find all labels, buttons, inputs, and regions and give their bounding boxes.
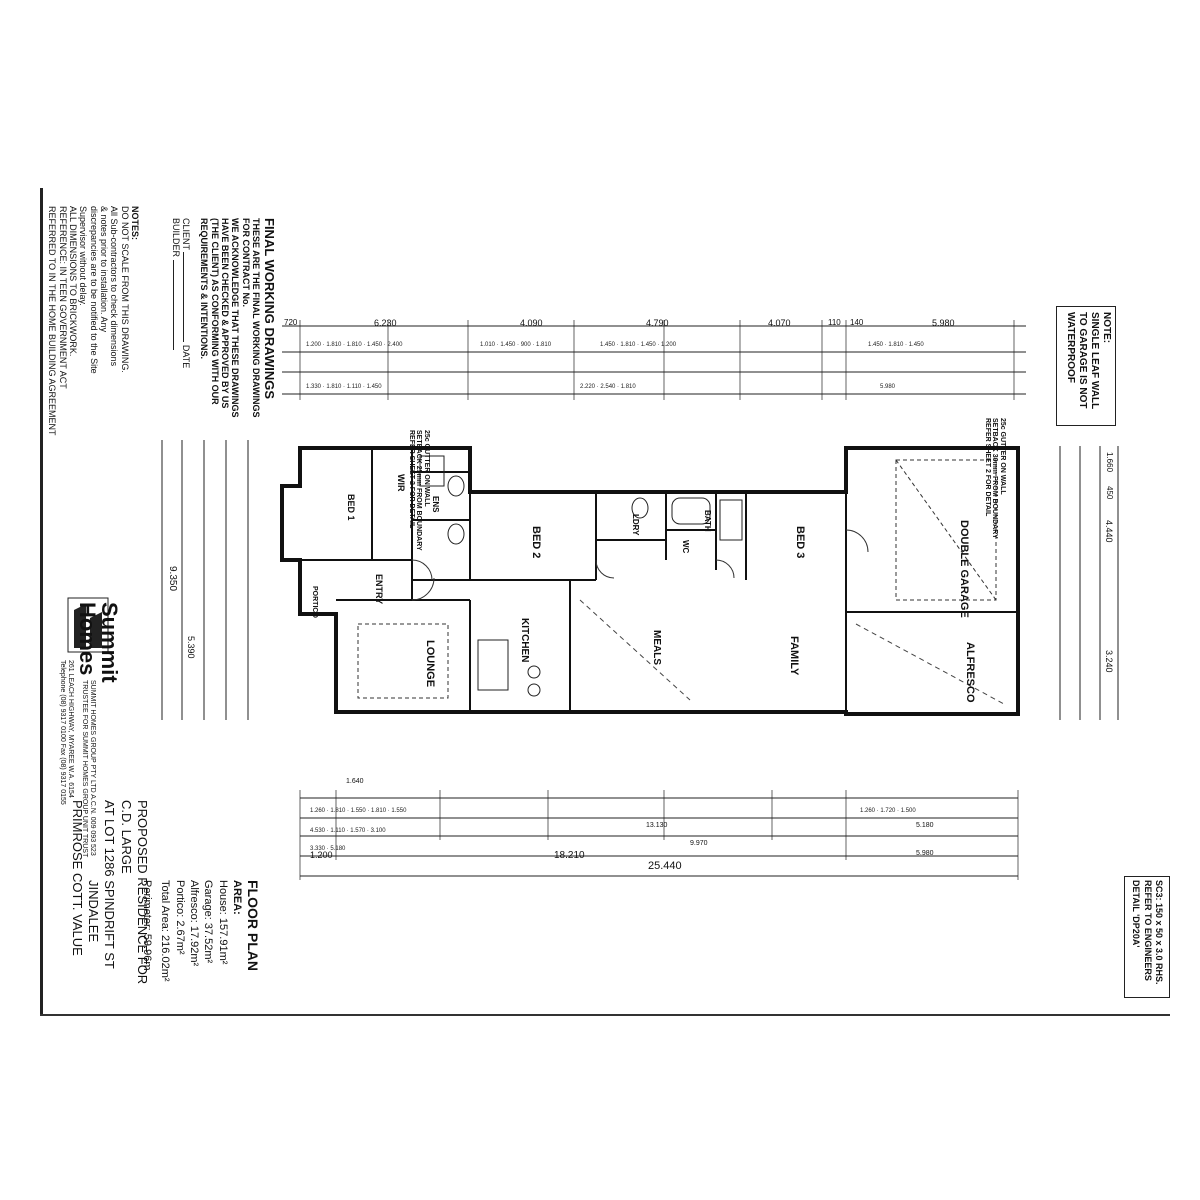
room-label-meals: MEALS: [651, 630, 662, 665]
dim-left-total: 9.350: [167, 566, 178, 592]
svg-text:1.010 · 1.450 · 900 · 1.810: 1.010 · 1.450 · 900 · 1.810: [480, 342, 552, 348]
svg-text:1.450 · 1.810 · 1.450: 1.450 · 1.810 · 1.450: [868, 342, 924, 348]
dim-top-7: 5.980: [932, 318, 955, 328]
sc-note-box: [1124, 876, 1170, 998]
dim-right-b: 3.240: [1104, 650, 1114, 673]
dim-right-d: 450: [1105, 486, 1114, 500]
dim-mid-2: 9.970: [690, 840, 708, 847]
svg-text:1.260 · 1.720 · 1.500: 1.260 · 1.720 · 1.500: [860, 808, 916, 814]
room-label-portico: PORTICO: [311, 586, 318, 618]
room-label-bath: BATH: [703, 510, 712, 532]
room-label-laundry: LDRY: [631, 514, 640, 536]
room-label-bed2: BED 2: [530, 526, 542, 559]
dim-bottom-total: 25.440: [648, 860, 682, 872]
room-label-wc: WC: [681, 540, 690, 554]
sheet-bottom-edge: [40, 1014, 1170, 1016]
dim-bottom-sub: 18.210: [554, 850, 585, 861]
svg-text:1.330 · 1.810 · 1.110 · 1.450: 1.330 · 1.810 · 1.110 · 1.450: [306, 384, 382, 390]
dim-top-5: 110: [828, 318, 841, 327]
dim-mid-4: 5.980: [916, 850, 934, 857]
dim-right-a: 4.440: [1104, 520, 1114, 543]
dim-top-4: 4.070: [768, 318, 791, 328]
gutter-note-left: 25c GUTTER ON WALL SETBACK 25mm FROM BOU…: [407, 430, 430, 551]
dim-right-c: 1.660: [1105, 452, 1114, 473]
svg-text:1.450 · 1.810 · 1.450 · 1.200: 1.450 · 1.810 · 1.450 · 1.200: [600, 342, 677, 348]
svg-text:2.220 · 2.540 · 1.810: 2.220 · 2.540 · 1.810: [580, 384, 636, 390]
svg-text:4.530 · 1.110 · 1.570 · 3.100: 4.530 · 1.110 · 1.570 · 3.100: [310, 828, 386, 834]
dim-top-3: 4.790: [646, 318, 669, 328]
company-logo: [66, 596, 110, 654]
svg-text:1.200 · 1.810 · 1.810 · 1.450: 1.200 · 1.810 · 1.810 · 1.450 · 2.400: [306, 342, 403, 348]
dim-left-sub: 5.390: [186, 636, 196, 659]
room-label-entry: ENTRY: [374, 574, 384, 605]
room-label-garage: DOUBLE GARAGE: [958, 520, 970, 618]
dim-top-6: 140: [850, 318, 864, 327]
dim-top-0: 720: [284, 318, 298, 327]
room-label-ens: ENS: [431, 496, 440, 513]
dim-top-1: 6.230: [374, 318, 397, 328]
room-label-alfresco: ALFRESCO: [964, 642, 976, 703]
drawing-sheet: [40, 182, 1172, 1020]
room-label-bed3: BED 3: [794, 526, 806, 559]
room-label-bed1: BED 1: [346, 494, 356, 521]
room-label-family: FAMILY: [788, 636, 800, 676]
dim-bottom-left-top: 1.640: [346, 778, 364, 785]
room-label-kitchen: KITCHEN: [519, 618, 530, 663]
sheet-left-edge: [40, 188, 43, 1016]
dim-mid-3: 5.180: [916, 822, 934, 829]
svg-text:1.260 · 1.810 · 1.550 · 1.810: 1.260 · 1.810 · 1.550 · 1.810 · 1.550: [310, 808, 407, 814]
dim-mid-1: 13.130: [646, 822, 668, 829]
dim-top-2: 4.090: [520, 318, 543, 328]
svg-text:5.980: 5.980: [880, 384, 896, 390]
room-label-wir: WIR: [396, 474, 406, 492]
top-note-box: [1056, 306, 1116, 426]
dim-bottom-left: 1.200: [310, 850, 333, 860]
svg-text:3.330 · 5.180: 3.330 · 5.180: [310, 846, 346, 852]
room-label-lounge: LOUNGE: [424, 640, 436, 688]
gutter-note-right: 25c GUTTER ON WALL SETBACK 30mm FROM BOU…: [983, 418, 1006, 539]
